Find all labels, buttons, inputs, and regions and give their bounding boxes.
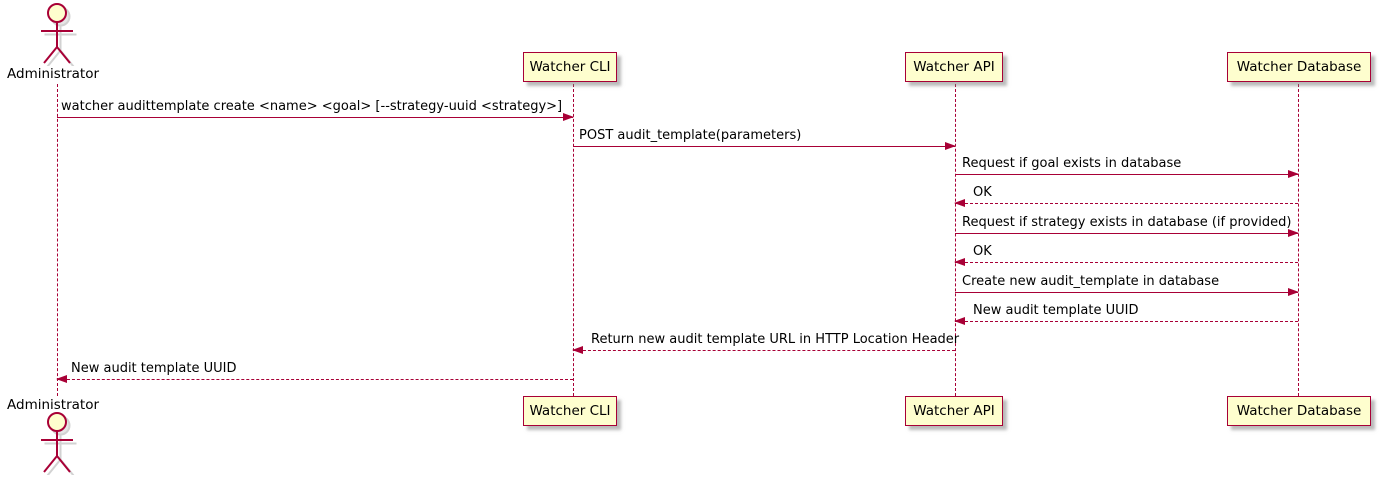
arrowhead-icon <box>1288 229 1299 237</box>
message-label: Request if goal exists in database <box>962 156 1182 171</box>
arrowhead-icon <box>945 142 956 150</box>
message-arrow <box>56 375 573 383</box>
message-arrow <box>955 288 1299 296</box>
message-arrow <box>57 113 574 121</box>
arrowhead-icon <box>1288 170 1299 178</box>
participant-watcher-database-bottom: Watcher Database <box>1227 396 1371 426</box>
message-arrow <box>573 142 956 150</box>
arrowhead-icon <box>56 375 67 383</box>
message-label: Create new audit_template in database <box>962 274 1220 289</box>
lifeline-administrator <box>57 84 58 396</box>
lifeline-watcher-database <box>1298 84 1299 396</box>
actor-label-bottom: Administrator <box>7 397 100 413</box>
arrowhead-icon <box>563 113 574 121</box>
message-label: New audit template UUID <box>973 303 1139 318</box>
participant-watcher-api-bottom: Watcher API <box>905 396 1003 426</box>
actor-icon <box>41 412 77 475</box>
message-arrow <box>955 229 1299 237</box>
participant-watcher-cli-top: Watcher CLI <box>523 52 617 82</box>
message-arrow <box>954 317 1298 325</box>
arrowhead-icon <box>1288 288 1299 296</box>
actor-label-top: Administrator <box>7 66 100 82</box>
lifeline-watcher-api <box>955 84 956 396</box>
lifeline-watcher-cli <box>573 84 574 396</box>
arrowhead-icon <box>572 346 583 354</box>
message-arrow <box>572 346 955 354</box>
message-label: watcher audittemplate create <name> <goa… <box>61 99 563 114</box>
message-label: Request if strategy exists in database (… <box>962 215 1292 230</box>
message-arrow <box>954 199 1298 207</box>
arrowhead-icon <box>954 317 965 325</box>
message-label: New audit template UUID <box>71 361 237 376</box>
message-label: POST audit_template(parameters) <box>579 128 802 143</box>
arrowhead-icon <box>954 258 965 266</box>
participant-watcher-api-top: Watcher API <box>905 52 1003 82</box>
message-arrow <box>954 258 1298 266</box>
participant-watcher-database-top: Watcher Database <box>1227 52 1371 82</box>
actor-icon <box>41 3 77 66</box>
participant-watcher-cli-bottom: Watcher CLI <box>523 396 617 426</box>
message-label: OK <box>973 244 992 259</box>
arrowhead-icon <box>954 199 965 207</box>
message-label: OK <box>973 185 992 200</box>
message-arrow <box>955 170 1299 178</box>
message-label: Return new audit template URL in HTTP Lo… <box>591 332 960 347</box>
